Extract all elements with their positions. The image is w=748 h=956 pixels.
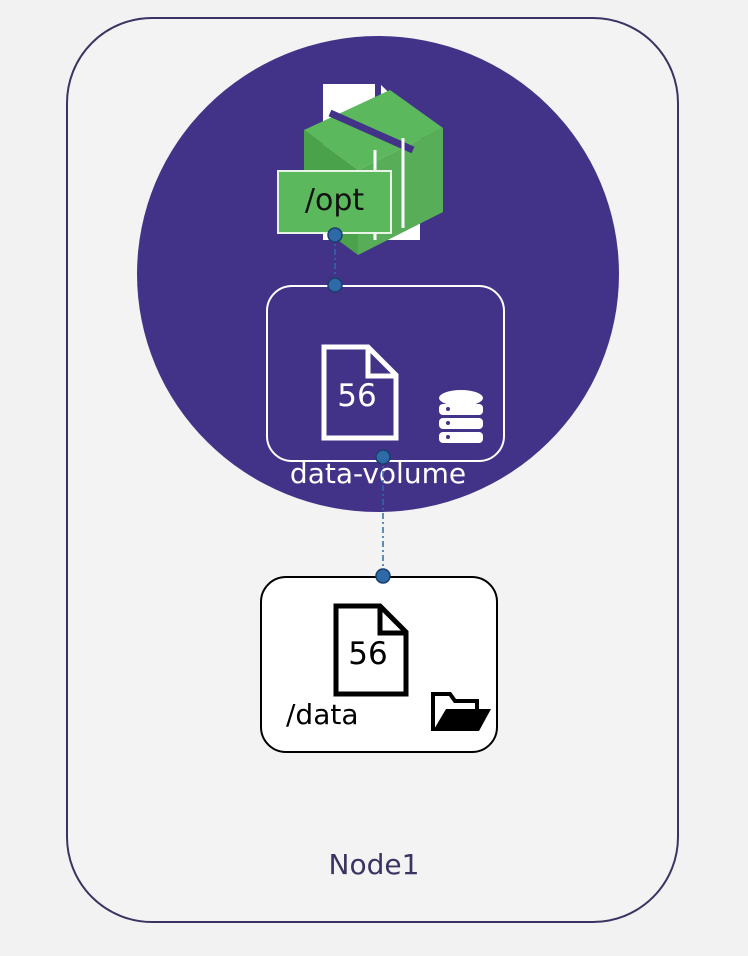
host-path: /data: [286, 698, 359, 731]
connector-dot: [375, 449, 391, 465]
volume-file-number: 56: [337, 378, 377, 414]
connector-dot: [327, 227, 343, 243]
connector-dot: [375, 568, 391, 584]
node-label: Node1: [328, 848, 420, 881]
connector-dot: [327, 277, 343, 293]
host-file-number: 56: [348, 636, 388, 672]
container-mount-path: /opt: [277, 170, 392, 234]
